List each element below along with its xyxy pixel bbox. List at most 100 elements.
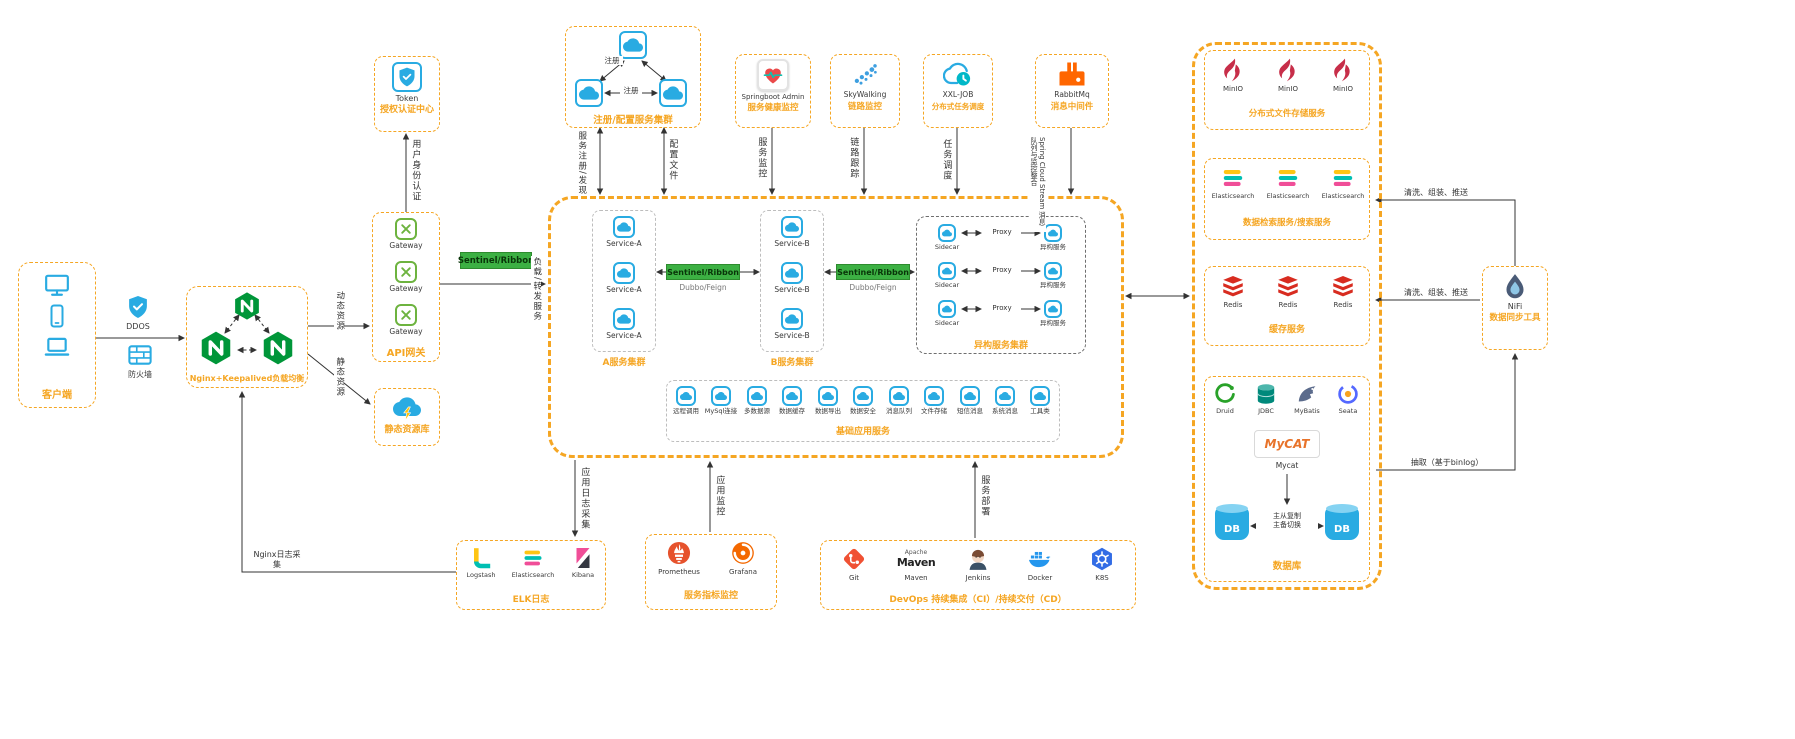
gateway-node: Gateway xyxy=(386,218,426,251)
service-b-label: Service-B xyxy=(774,239,810,248)
hetero-service-node: 异构服务 xyxy=(1028,300,1078,327)
client-label: 客户端 xyxy=(42,390,72,401)
docker-label: Docker xyxy=(1027,574,1053,582)
devops-label: DevOps 持续集成（CI）/持续交付（CD） xyxy=(889,595,1067,605)
nginx-icon xyxy=(198,330,234,366)
basic-item: 远程调用 xyxy=(668,386,704,415)
rabbitmq-node: RabbitMq 消息中间件 xyxy=(1035,59,1109,112)
gateway-node: Gateway xyxy=(386,304,426,337)
db-text: DB xyxy=(1334,524,1350,535)
cloud-bolt-icon xyxy=(388,395,426,423)
service-a-node: Service-A xyxy=(596,216,652,249)
elk-box xyxy=(456,540,606,610)
cloud-icon xyxy=(938,300,956,318)
cloud-icon xyxy=(960,386,980,406)
db-cylinder: DB xyxy=(1215,504,1249,540)
basic-services-label: 基础应用服务 xyxy=(835,427,890,437)
druid-label: Druid xyxy=(1216,407,1234,415)
hetero-service-node: 异构服务 xyxy=(1028,262,1078,289)
cloud-icon xyxy=(747,386,767,406)
registry-cloud-icon xyxy=(659,79,687,107)
cache-service-label: 缓存服务 xyxy=(1268,325,1305,335)
edge-register-label: 服务注册/发现 xyxy=(576,130,587,197)
basic-item: MySql连接 xyxy=(703,386,739,415)
nginx-box xyxy=(186,286,308,388)
gateway-icon xyxy=(395,304,417,326)
basic-item-label: 工具类 xyxy=(1030,407,1050,415)
docker-icon xyxy=(1027,546,1053,572)
nginx-icon xyxy=(232,291,262,321)
cloud-icon xyxy=(818,386,838,406)
cluster-b-label: B服务集群 xyxy=(770,358,814,368)
elasticsearch-label: Elasticsearch xyxy=(511,571,555,579)
registry-label: 注册/配置服务集群 xyxy=(593,115,673,126)
minio-node: MinIO xyxy=(1316,57,1370,93)
basic-item: 工具类 xyxy=(1022,386,1058,415)
edge-static-label: 静态资源 xyxy=(334,356,345,398)
registry-cloud-icon xyxy=(619,31,647,59)
rabbitmq-box xyxy=(1035,54,1109,128)
service-b-label: Service-B xyxy=(774,285,810,294)
gateway-icon xyxy=(395,261,417,283)
register-edge-label: 注册 xyxy=(620,86,642,96)
edge-trace-label: 链路跟踪 xyxy=(848,136,859,180)
jdbc-label: JDBC xyxy=(1258,407,1274,415)
jdbc-icon xyxy=(1254,382,1278,406)
cloud-icon xyxy=(1030,386,1050,406)
ddos-label: DDOS xyxy=(126,322,150,331)
minio-node: MinIO xyxy=(1261,57,1315,93)
gateway-item-label: Gateway xyxy=(389,284,423,293)
edge-config-label: 配置文件 xyxy=(667,138,678,182)
cluster-b-box xyxy=(760,210,824,352)
rabbitmq-icon xyxy=(1057,59,1087,89)
edge-deploy-label: 服务部署 xyxy=(979,474,990,518)
gateway-node: Gateway xyxy=(386,261,426,294)
service-b-label: Service-B xyxy=(774,331,810,340)
logstash-icon xyxy=(469,546,493,570)
seata-icon xyxy=(1336,382,1360,406)
database-label: 数据库 xyxy=(1272,561,1302,572)
sidecar-label: Sidecar xyxy=(934,243,960,251)
druid-icon xyxy=(1213,382,1237,406)
proxy-label: Proxy xyxy=(985,228,1019,237)
kibana-icon xyxy=(571,546,595,570)
cloud-icon xyxy=(613,308,635,330)
basic-item-label: 短信消息 xyxy=(957,407,983,415)
cloud-icon xyxy=(889,386,909,406)
cloud-icon xyxy=(1044,262,1062,280)
service-a-node: Service-A xyxy=(596,308,652,341)
edge-stream-label: Spring Cloud Stream 消息队列与监控整合 xyxy=(1030,136,1047,232)
health-monitor-label: 服务健康监控 xyxy=(747,103,799,114)
minio-node: MinIO xyxy=(1206,57,1260,93)
springboot-admin-box xyxy=(735,54,811,128)
token-text: Token xyxy=(395,94,419,103)
hetero-service-label: 异构服务 xyxy=(1040,281,1066,289)
cache-service-box xyxy=(1204,266,1370,346)
minio-icon xyxy=(1330,57,1356,83)
minio-icon xyxy=(1220,57,1246,83)
cloud-icon xyxy=(781,308,803,330)
nginx-label: Nginx+Keepalived负载均衡 xyxy=(189,374,305,383)
maven-name-text: Maven xyxy=(896,556,936,569)
elk-label: ELK日志 xyxy=(512,595,550,605)
static-repo-node: 静态资源库 xyxy=(374,395,440,436)
jdbc-node: JDBC xyxy=(1247,382,1285,415)
nginx-icon xyxy=(260,330,296,366)
edge-log-label: 应用日志采集 xyxy=(579,466,590,531)
static-repo-box xyxy=(374,388,440,446)
elasticsearch-node: Elasticsearch xyxy=(506,546,560,579)
auth-center-box xyxy=(374,56,440,132)
basic-item: 数据缓存 xyxy=(774,386,810,415)
cloud-icon xyxy=(781,262,803,284)
service-a-label: Service-A xyxy=(606,239,642,248)
db-text: DB xyxy=(1224,524,1240,535)
edge-clean-label: 清洗、组装、推送 xyxy=(1390,188,1482,198)
edge-nginxlog-label: Nginx日志采集 xyxy=(252,550,302,570)
hetero-cluster-label: 异构服务集群 xyxy=(973,341,1028,351)
basic-item-label: 远程调用 xyxy=(673,407,699,415)
basic-item: 多数据源 xyxy=(739,386,775,415)
dubbo-feign-label: Dubbo/Feign xyxy=(849,283,897,292)
elasticsearch-icon xyxy=(1275,165,1301,191)
elasticsearch-node: Elasticsearch xyxy=(1206,165,1260,200)
basic-item: 文件存储 xyxy=(916,386,952,415)
